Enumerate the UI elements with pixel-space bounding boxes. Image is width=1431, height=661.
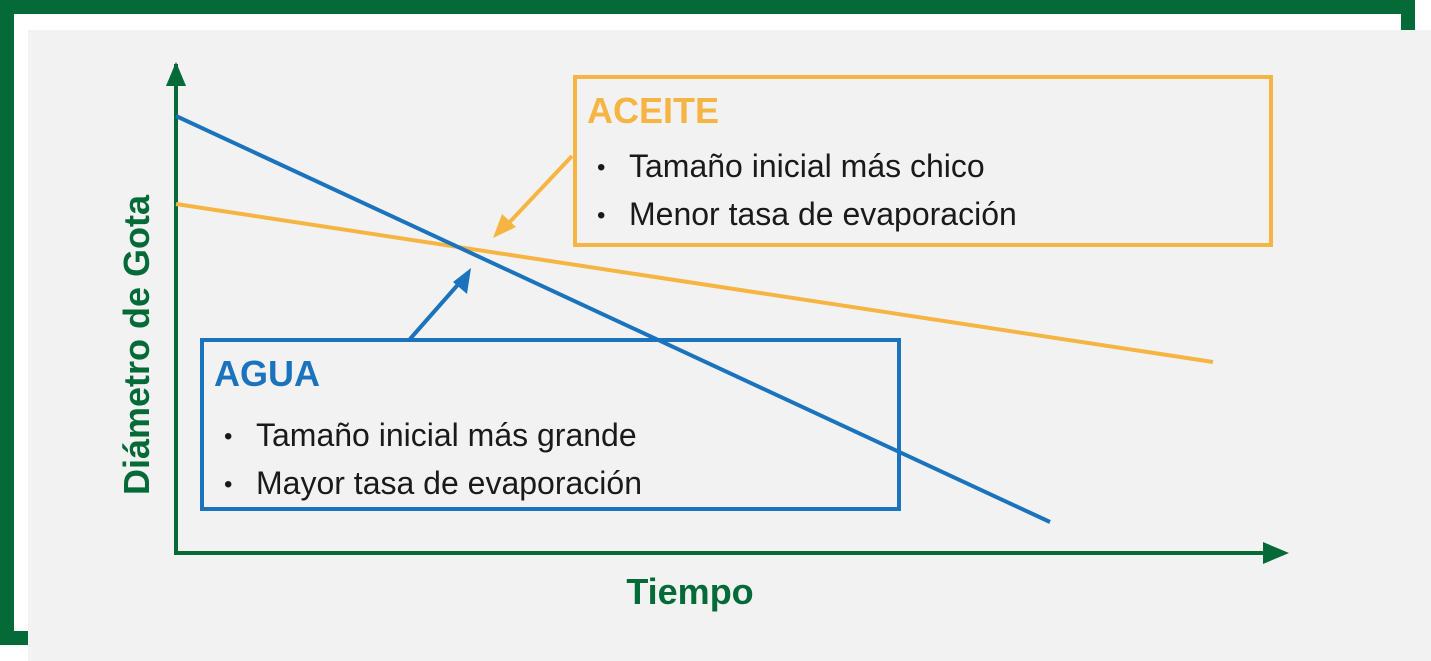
oil-callout-list: • Tamaño inicial más chico • Menor tasa de… xyxy=(597,143,1017,239)
y-axis-label: Diámetro de Gota xyxy=(116,194,157,496)
water-bullet-item: • Tamaño inicial más grande xyxy=(224,412,642,460)
oil-line xyxy=(175,202,1214,364)
bullet-dot-icon: • xyxy=(597,202,606,229)
water-pointer-arrowhead xyxy=(453,268,471,294)
oil-bullet-item: • Tamaño inicial más chico xyxy=(597,143,1017,191)
oil-callout-title: ACEITE xyxy=(587,90,720,131)
water-bullet-text: Mayor tasa de evaporación xyxy=(256,465,642,501)
oil-bullet-text: Menor tasa de evaporación xyxy=(629,196,1017,232)
x-axis-arrowhead xyxy=(1263,542,1289,564)
water-callout-list: • Tamaño inicial más grande • Mayor tasa d… xyxy=(224,412,642,508)
water-callout-title: AGUA xyxy=(214,353,320,394)
water-callout: AGUA • Tamaño inicial más grande • Mayor t… xyxy=(200,338,901,511)
water-line xyxy=(175,114,1051,524)
oil-pointer-arrow xyxy=(504,154,574,228)
oil-bullet-text: Tamaño inicial más chico xyxy=(629,148,985,184)
oil-callout: ACEITE • Tamaño inicial más chico • Menor … xyxy=(573,75,1273,247)
bullet-dot-icon: • xyxy=(224,471,233,498)
figure-background xyxy=(28,30,1431,661)
water-pointer-arrow xyxy=(408,278,464,341)
x-axis-label: Tiempo xyxy=(626,571,754,612)
water-bullet-text: Tamaño inicial más grande xyxy=(256,417,637,453)
bullet-dot-icon: • xyxy=(597,154,606,181)
bullet-dot-icon: • xyxy=(224,423,233,450)
oil-pointer-arrowhead xyxy=(493,214,516,238)
oil-bullet-item: • Menor tasa de evaporación xyxy=(597,191,1017,239)
water-bullet-item: • Mayor tasa de evaporación xyxy=(224,460,642,508)
y-axis-arrowhead xyxy=(166,62,186,86)
